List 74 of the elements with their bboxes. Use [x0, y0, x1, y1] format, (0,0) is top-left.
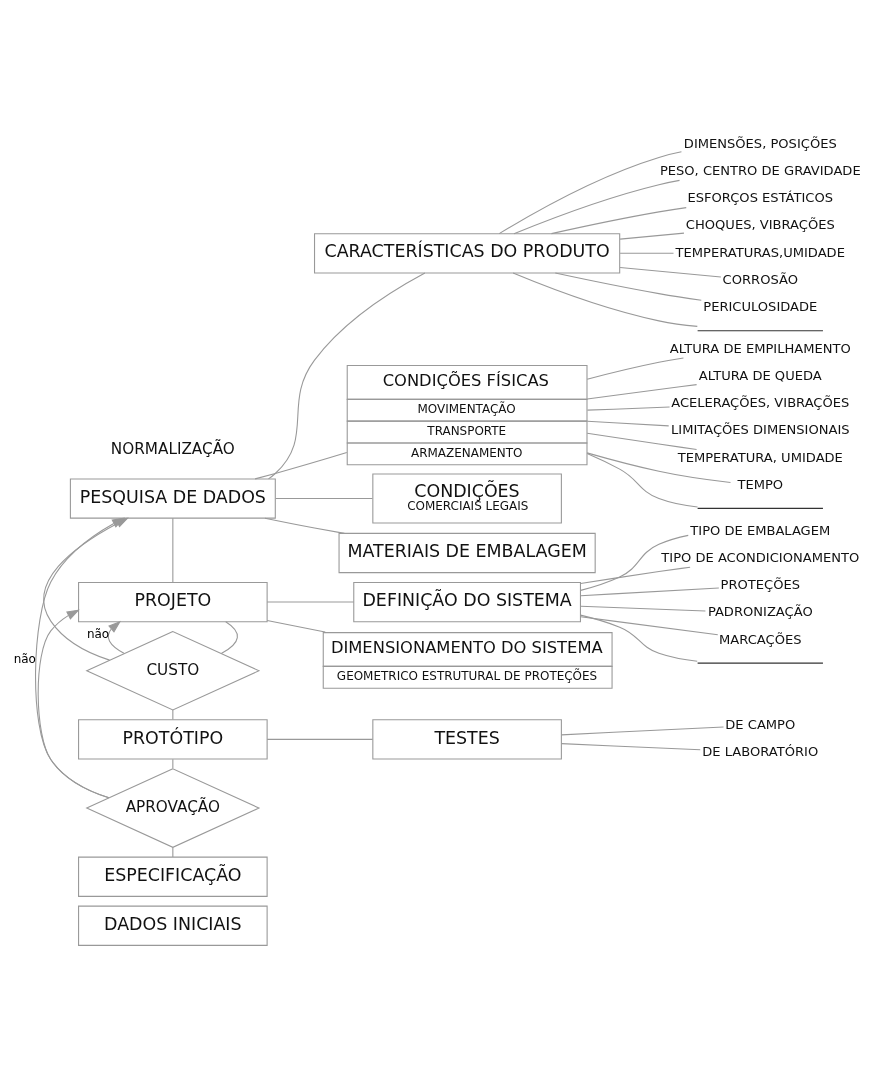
node-text: ESFORÇOS ESTÁTICOS	[686, 190, 833, 206]
node-text: ALTURA DE QUEDA	[698, 367, 822, 383]
connector	[512, 272, 698, 327]
connector	[560, 726, 724, 736]
node-box: CARACTERÍSTICAS DO PRODUTO	[313, 233, 620, 274]
node-text: TIPO DE ACONDICIONAMENTO	[660, 549, 859, 565]
connector	[579, 616, 718, 636]
connector	[550, 207, 687, 235]
connector	[274, 498, 373, 500]
node-box: ESPECIFICAÇÃO	[77, 856, 268, 897]
node-text: TEMPERATURA, UMIDADE	[677, 449, 843, 465]
node-text: TEMPO	[736, 476, 783, 492]
node-text: PESO, CENTRO DE GRAVIDADE	[659, 162, 861, 178]
node-line	[696, 330, 823, 332]
connector	[619, 267, 721, 278]
connector	[579, 566, 691, 585]
connector	[220, 621, 238, 655]
connector	[171, 517, 173, 583]
label: NORMALIZAÇÃO	[110, 439, 235, 458]
node-line	[696, 662, 823, 664]
node-text: ACELERAÇÕES, VIBRAÇÕES	[670, 395, 849, 411]
node-box: CONDIÇÕES COMERCIAIS LEGAIS	[371, 473, 562, 524]
connector	[254, 452, 347, 480]
node-text: PADRONIZAÇÃO	[707, 604, 813, 620]
node-text: CHOQUES, VIBRAÇÕES	[685, 217, 835, 233]
node-text: DE LABORATÓRIO	[701, 743, 818, 759]
arrow	[107, 620, 124, 654]
node-text: LIMITAÇÕES DIMENSIONAIS	[670, 422, 850, 438]
node-text: DIMENSÕES, POSIÇÕES	[683, 135, 837, 151]
connector	[586, 432, 697, 451]
node-box: PROJETO	[77, 581, 268, 623]
connector	[579, 614, 698, 662]
connector	[619, 252, 674, 254]
connector	[560, 743, 701, 751]
connector	[579, 605, 706, 612]
connector	[579, 587, 719, 597]
connector	[267, 272, 425, 480]
connector	[171, 758, 173, 769]
node-text: TIPO DE EMBALAGEM	[689, 522, 830, 538]
node-text: MARCAÇÕES	[718, 631, 801, 647]
connector	[266, 619, 326, 633]
connector	[586, 420, 669, 427]
connector	[579, 534, 689, 591]
connector	[512, 179, 680, 235]
connector	[586, 452, 731, 484]
connector	[586, 406, 670, 411]
node-box: TESTES	[371, 719, 562, 760]
connector	[586, 357, 684, 380]
node-text: PERICULOSIDADE	[702, 299, 817, 315]
node-box: PROTÓTIPO	[77, 719, 268, 760]
node-line	[696, 507, 823, 509]
edge-label: não	[13, 651, 36, 666]
connector	[498, 151, 682, 235]
node-text: ALTURA DE EMPILHAMENTO	[669, 340, 851, 356]
connector	[171, 709, 173, 721]
connector	[266, 738, 373, 740]
node-diamond: APROVAÇÃO	[84, 768, 260, 848]
node-box: DADOS INICIAIS	[77, 905, 268, 946]
node-box: DEFINIÇÃO DO SISTEMA	[352, 581, 581, 623]
connector	[619, 232, 685, 240]
node-text: CORROSÃO	[722, 271, 798, 287]
node-text: PROTEÇÕES	[720, 577, 800, 593]
connector	[554, 272, 702, 301]
connector	[171, 846, 173, 858]
connector	[586, 384, 697, 400]
connector	[266, 601, 354, 603]
node-box: MATERIAIS DE EMBALAGEM	[338, 532, 596, 574]
connector	[586, 452, 698, 508]
node-box: PESQUISA DE DADOS	[69, 478, 276, 519]
connector	[263, 517, 345, 534]
node-text: DE CAMPO	[724, 716, 795, 732]
arrow	[34, 517, 125, 799]
node-text: TEMPERATURAS,UMIDADE	[675, 244, 845, 260]
arrow	[37, 609, 109, 799]
